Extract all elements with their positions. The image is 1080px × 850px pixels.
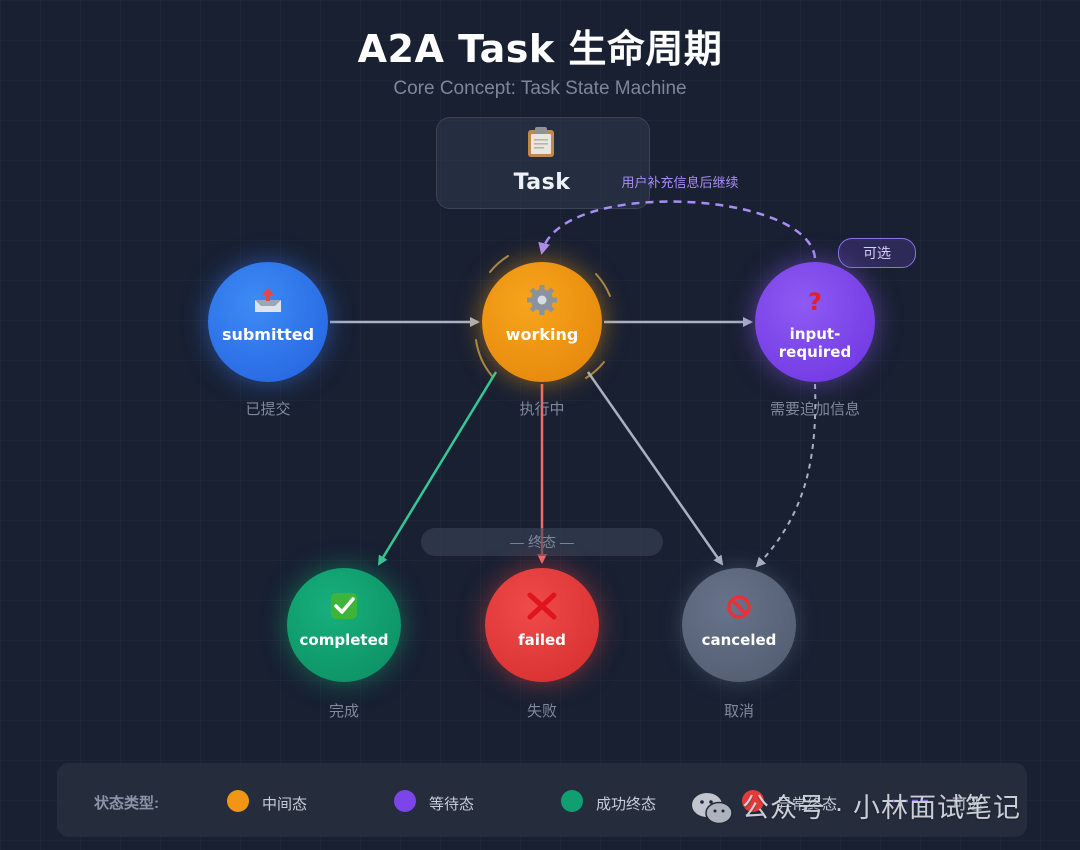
inbox-tray-icon (255, 288, 281, 312)
wechat-icon (692, 793, 733, 825)
arrow-input-required-working-loop (538, 200, 817, 259)
state-subtitle-working: 执行中 (519, 401, 565, 418)
state-subtitle-canceled: 取消 (723, 703, 754, 720)
clipboard-icon (528, 127, 554, 157)
gear-icon (527, 285, 557, 315)
working-ring (475, 255, 611, 379)
legend-dashed-line (892, 799, 932, 803)
state-submitted: submitted (208, 262, 328, 382)
terminal-state-label: — 终态 — (421, 528, 663, 556)
loop-label: 用户补充信息后继续 (621, 175, 739, 190)
state-completed: completed (287, 568, 401, 682)
arrow-input-required-canceled (755, 383, 817, 568)
state-name: working (505, 325, 579, 344)
legend-label-error: 异常终态 (777, 796, 838, 813)
state-subtitle-submitted: 已提交 (245, 401, 291, 418)
legend-dot-error (742, 790, 764, 812)
legend-label-waiting: 等待态 (429, 796, 475, 813)
legend-label-intermediate: 中间态 (262, 796, 308, 813)
legend-dot-waiting (394, 790, 416, 812)
question-mark-icon: ? (808, 288, 822, 316)
legend-dot-success (561, 790, 583, 812)
state-name: completed (299, 631, 389, 649)
legend-dot-intermediate (227, 790, 249, 812)
state-name: failed (518, 631, 566, 649)
optional-badge: 可选 (838, 238, 916, 268)
state-subtitle-input-required: 需要追加信息 (769, 401, 860, 418)
legend-label-optional: 可选 (952, 796, 983, 813)
task-label: Task (513, 170, 571, 195)
legend-label-success: 成功终态 (596, 796, 657, 813)
state-name: canceled (701, 631, 777, 649)
state-working: working (482, 262, 602, 382)
arrow-working-completed (377, 371, 498, 566)
state-subtitle-failed: 失败 (526, 703, 557, 720)
diagram-title: A2A Task 生命周期 (357, 27, 723, 71)
cross-mark-icon (527, 592, 557, 620)
state-name: input-required (778, 325, 852, 361)
state-name: submitted (221, 325, 315, 344)
diagram-subtitle: Core Concept: Task State Machine (393, 78, 687, 99)
state-input-required: ? input-required (755, 262, 875, 382)
state-canceled: canceled (682, 568, 796, 682)
svg-text:?: ? (808, 288, 822, 316)
legend-panel (57, 763, 1027, 837)
check-mark-icon (331, 593, 357, 619)
watermark-text: 公众号 · 小林面试笔记 (742, 793, 1021, 823)
state-failed: failed (485, 568, 599, 682)
legend-title: 状态类型: (94, 795, 159, 812)
state-subtitle-completed: 完成 (328, 703, 359, 720)
prohibited-icon (727, 595, 751, 619)
arrow-working-canceled (586, 371, 724, 566)
